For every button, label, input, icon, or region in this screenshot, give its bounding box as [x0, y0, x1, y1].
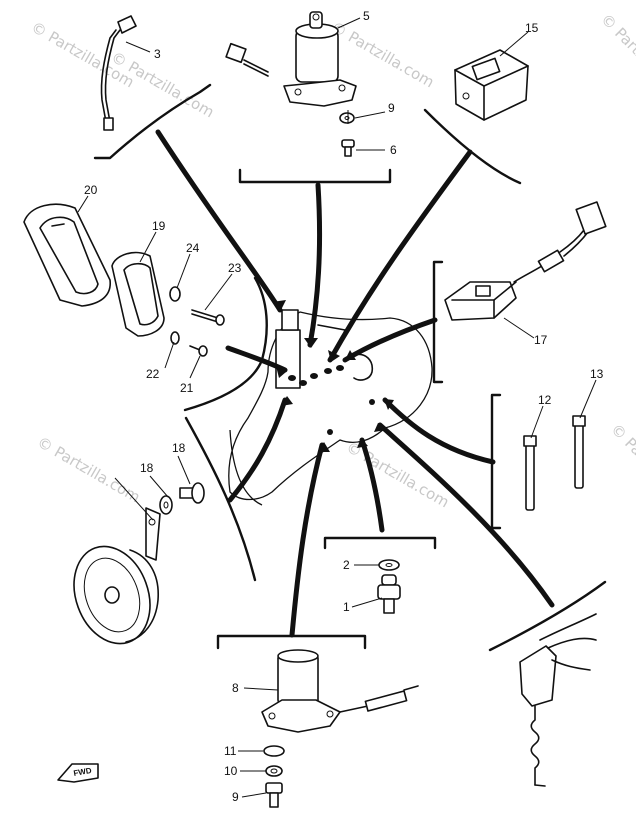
callout-21: 21 — [180, 381, 194, 395]
part-3-lead-wire — [100, 15, 137, 131]
leader-lines — [77, 17, 597, 798]
callout-6: 6 — [390, 143, 397, 157]
relay-icon — [454, 49, 529, 121]
part-8-sender — [261, 649, 419, 733]
part-21-screw — [189, 345, 208, 357]
callout-9: 9 — [232, 790, 239, 804]
group-brackets — [93, 83, 607, 652]
part-22-washer — [170, 331, 180, 345]
part-17-bolt — [179, 482, 205, 504]
callout-15: 17 — [534, 333, 548, 347]
callout-18-label: 18 — [140, 461, 154, 475]
part-23-bolt — [191, 309, 225, 326]
callout-14: 15 — [525, 21, 539, 35]
callout-13: 13 — [590, 367, 604, 381]
watermark: © Partzilla.com — [34, 433, 143, 506]
part-24-washer — [169, 286, 181, 302]
watermark: © Partzilla.com — [597, 10, 636, 105]
part-2-washer — [378, 559, 400, 571]
part-10-lockwasher — [265, 765, 283, 777]
part-6-screw — [341, 139, 355, 157]
part-19-lens — [111, 251, 165, 337]
callout-5: 5 — [363, 9, 370, 23]
callout-numbers: 3 5 9 6 15 17 20 19 24 23 22 21 12 13 18… — [84, 9, 604, 804]
part-12-clamp — [523, 435, 537, 511]
pointer-arrows — [272, 300, 394, 452]
watermark: © Partzilla.com — [607, 420, 636, 515]
callout-8: 8 — [232, 681, 239, 695]
callout-12: 12 — [538, 393, 552, 407]
callout-1: 1 — [343, 600, 350, 614]
watermark: © Partzilla.com — [328, 18, 437, 91]
horn-icon — [73, 507, 161, 645]
turn-signal-lens-icon — [23, 203, 111, 307]
callout-2: 2 — [343, 558, 350, 572]
harness-wires — [155, 129, 555, 638]
callout-3: 3 — [154, 47, 161, 61]
callout-19: 19 — [152, 219, 166, 233]
part-13-clamp — [572, 415, 586, 489]
neutral-switch-icon — [377, 574, 401, 614]
callout-23: 23 — [228, 261, 242, 275]
callout-11: 11 — [224, 744, 237, 758]
fwd-arrow-icon: FWD — [57, 763, 99, 783]
fwd-label: FWD — [73, 766, 93, 778]
part-11-washer — [263, 745, 285, 757]
part-15-flasher — [444, 201, 607, 321]
callout-10: 10 — [224, 764, 238, 778]
callout-7: 9 — [388, 101, 395, 115]
callout-20: 20 — [84, 183, 98, 197]
brake-switch-icon — [519, 613, 597, 787]
callout-22: 22 — [146, 367, 160, 381]
ignition-switch-icon — [225, 11, 357, 107]
part-18-washer — [159, 495, 173, 515]
callout-24: 24 — [186, 241, 200, 255]
callout-17: 18 — [172, 441, 186, 455]
part-9-bolt — [265, 782, 283, 808]
part-7-washer — [339, 112, 355, 124]
